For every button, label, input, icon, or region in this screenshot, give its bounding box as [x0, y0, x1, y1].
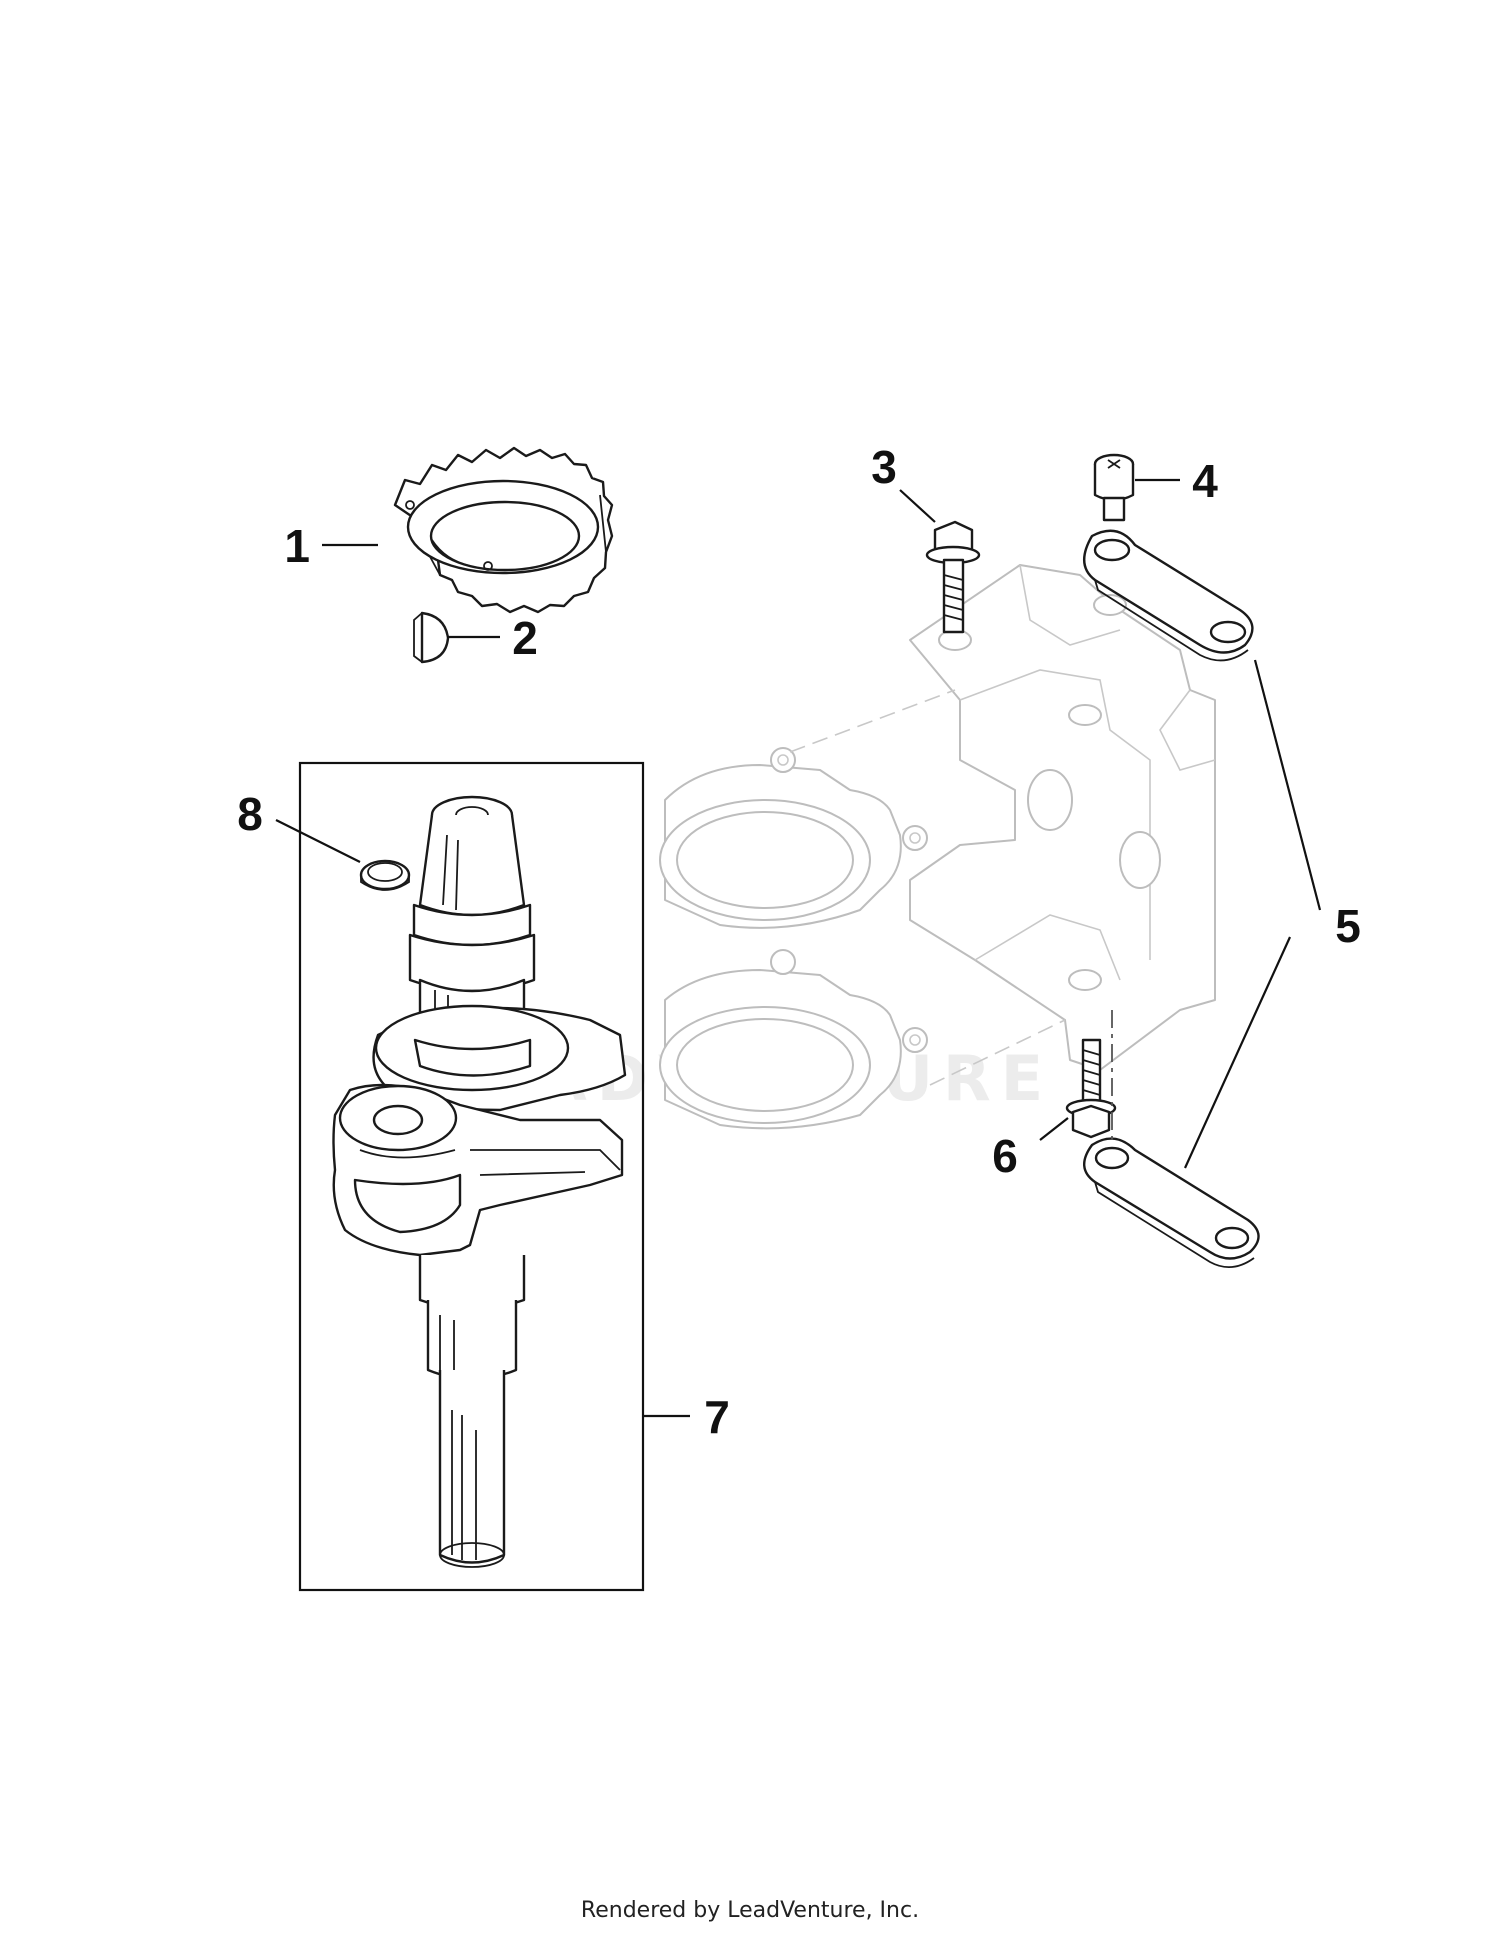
crankshaft: [332, 795, 627, 1568]
footer-credit: Rendered by LeadVenture, Inc.: [580, 1898, 920, 1923]
crankshaft-gear: [393, 446, 614, 614]
woodruff-key: [413, 611, 450, 664]
upper-flange-bolt: [925, 520, 981, 634]
crankshaft-frame: [298, 761, 645, 1592]
leader-5b: [1183, 936, 1292, 1169]
lower-flange-bolt: [1065, 1038, 1117, 1139]
link-plate-lower: [1083, 1137, 1260, 1268]
crankcase-housing-ghost: [659, 564, 1216, 1130]
socket-head-screw: [1093, 453, 1135, 522]
seal-ring: [359, 859, 411, 891]
callout-8: 8: [237, 788, 263, 840]
callout-4: 4: [1192, 455, 1218, 507]
callout-5: 5: [1335, 900, 1361, 952]
callout-7: 7: [704, 1391, 730, 1443]
callout-1: 1: [284, 520, 310, 572]
link-plate-upper: [1083, 529, 1254, 662]
callout-2: 2: [512, 612, 538, 664]
leader-8: [275, 819, 361, 863]
callout-3: 3: [871, 441, 897, 493]
leader-5a: [1253, 659, 1322, 911]
leader-6: [1039, 1117, 1069, 1141]
leader-3: [899, 489, 936, 523]
callout-6: 6: [992, 1130, 1018, 1182]
